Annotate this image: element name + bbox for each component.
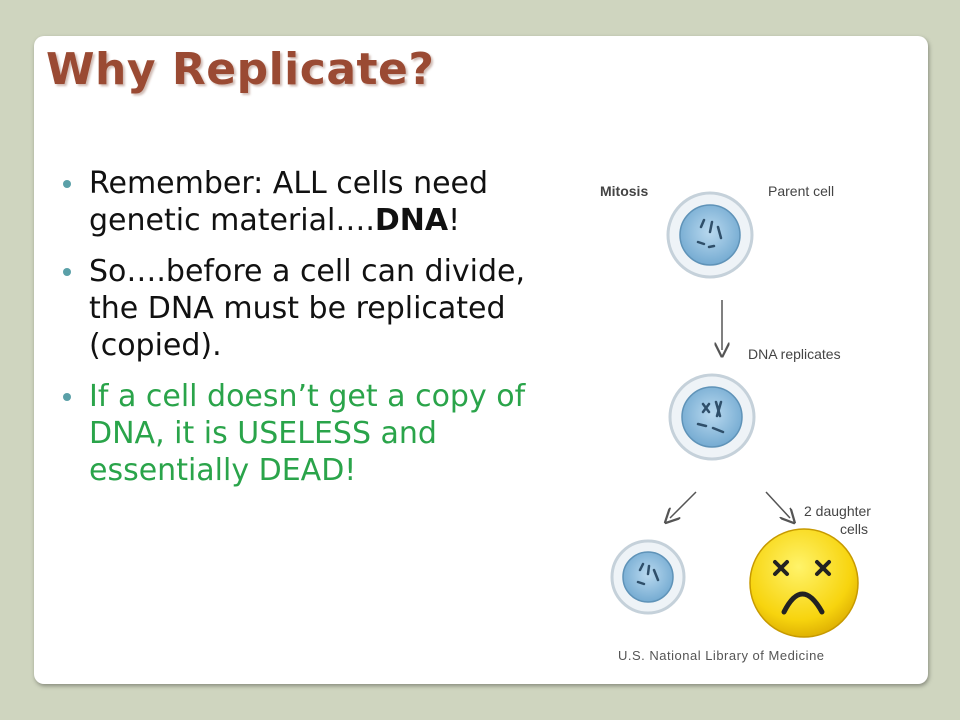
mitosis-figure: Mitosis Parent cell DNA replicates: [588, 172, 888, 672]
bullet-item-1: Remember: ALL cells need genetic materia…: [62, 165, 562, 239]
bullet-item-3: If a cell doesn’t get a copy of DNA, it …: [62, 378, 562, 489]
bullet-1-text: Remember: ALL cells need genetic materia…: [89, 166, 489, 238]
arrow-left: [670, 491, 697, 518]
label-cells: cells: [840, 521, 868, 537]
bullet-dot: [63, 180, 71, 188]
dead-face-icon: [749, 528, 859, 638]
bullet-2-text: So….before a cell can divide, the DNA mu…: [89, 254, 526, 363]
label-parent-cell: Parent cell: [768, 183, 834, 199]
slide-title: Why Replicate?: [46, 44, 435, 95]
label-dna-replicates: DNA replicates: [748, 346, 841, 362]
bullet-list: Remember: ALL cells need genetic materia…: [62, 165, 562, 503]
bullet-dot: [63, 268, 71, 276]
arrow-right: [765, 491, 790, 518]
bullet-1-end: !: [448, 203, 461, 238]
bullet-item-2: So….before a cell can divide, the DNA mu…: [62, 253, 562, 364]
mitosis-diagram: Mitosis Parent cell DNA replicates: [600, 183, 871, 663]
replicated-cell: [668, 373, 756, 461]
parent-cell: [666, 191, 754, 279]
bullet-dot: [63, 393, 71, 401]
image-credit: U.S. National Library of Medicine: [618, 648, 825, 663]
label-daughter: 2 daughter: [804, 503, 871, 519]
bullet-1-bold: DNA: [374, 203, 449, 238]
label-mitosis: Mitosis: [600, 183, 648, 199]
bullet-3-text: If a cell doesn’t get a copy of DNA, it …: [89, 379, 526, 488]
daughter-cell: [610, 539, 686, 615]
